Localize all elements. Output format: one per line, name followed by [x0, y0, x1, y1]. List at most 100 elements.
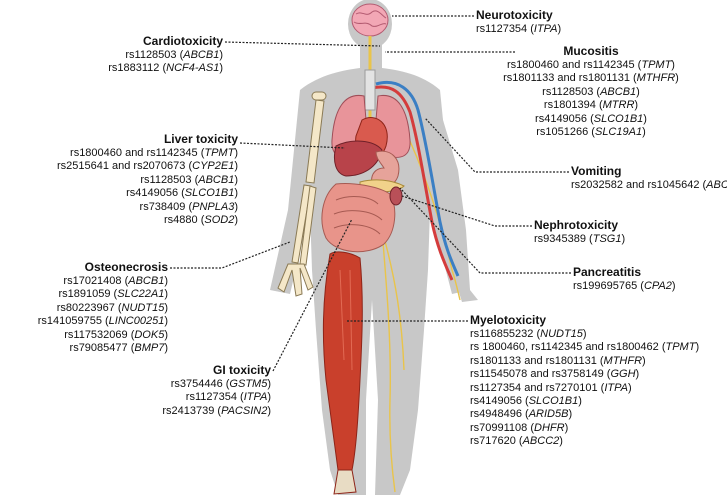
gene-name: PACSIN2	[221, 405, 267, 417]
variant-text: )	[219, 62, 223, 74]
mucositis-variant-line: rs1051266 (SLC19A1)	[503, 126, 679, 139]
leader-line-osteonecrosis	[170, 242, 290, 268]
pancreatitis-variant-line: rs199695765 (CPA2)	[573, 280, 676, 293]
gene-name: GSTM5	[229, 378, 267, 390]
gene-name: ABCC2	[523, 435, 560, 447]
variant-text: )	[628, 382, 632, 394]
mucositis-variant-line: rs1128503 (ABCB1)	[503, 86, 679, 99]
label-myelotoxicity: Myelotoxicityrs116855232 (NUDT15)rs 1800…	[470, 313, 699, 449]
myelotoxicity-variant-line: rs1801133 and rs1801131 (MTHFR)	[470, 355, 699, 368]
variant-text: )	[234, 201, 238, 213]
gi-toxicity-variant-line: rs1127354 (ITPA)	[162, 391, 271, 404]
variant-text: )	[267, 378, 271, 390]
mucositis-variant-line: rs1800460 and rs1142345 (TPMT)	[503, 59, 679, 72]
gene-name: GGH	[610, 368, 635, 380]
osteonecrosis-variant-line: rs117532069 (DOK5)	[38, 329, 168, 342]
leader-line-cardiotoxicity	[225, 42, 380, 46]
gene-name: SLCO1B1	[185, 187, 235, 199]
neurotoxicity-title: Neurotoxicity	[476, 8, 561, 23]
variant-text: rs1127354 (	[476, 23, 534, 35]
vomiting-variant-line: rs2032582 and rs1045642 (ABCB1)	[571, 179, 727, 192]
variant-text: rs4149056 (	[126, 187, 185, 199]
variant-text: )	[164, 315, 168, 327]
variant-text: )	[578, 395, 582, 407]
gene-name: ABCB1	[128, 275, 164, 287]
variant-text: rs1883112 (	[108, 62, 166, 74]
gene-name: ITPA	[534, 23, 558, 35]
osteonecrosis-variant-line: rs141059755 (LINC00251)	[38, 315, 168, 328]
liver-toxicity-variant-line: rs738409 (PNPLA3)	[57, 201, 238, 214]
liver-toxicity-variant-line: rs4880 (SOD2)	[57, 214, 238, 227]
variant-text: )	[675, 72, 679, 84]
gene-name: ABCB1	[706, 179, 727, 191]
variant-text: rs1801133 and rs1801131 (	[470, 355, 604, 367]
gi-toxicity-variant-line: rs3754446 (GSTM5)	[162, 378, 271, 391]
myelotoxicity-variant-line: rs116855232 (NUDT15)	[470, 328, 699, 341]
gene-name: SOD2	[204, 214, 234, 226]
variant-text: rs1128503 (	[140, 174, 198, 186]
variant-text: )	[558, 23, 562, 35]
nephrotoxicity-title: Nephrotoxicity	[534, 218, 625, 233]
label-vomiting: Vomitingrs2032582 and rs1045642 (ABCB1)	[571, 164, 727, 192]
gene-name: ITPA	[244, 391, 268, 403]
variant-text: rs116855232 (	[470, 328, 540, 340]
variant-text: )	[164, 275, 168, 287]
gene-name: NUDT15	[122, 302, 165, 314]
mucositis-variant-line: rs1801394 (MTRR)	[503, 99, 679, 112]
variant-text: rs1891059 (	[59, 288, 118, 300]
variant-text: rs4948496 (	[470, 408, 529, 420]
myelotoxicity-title: Myelotoxicity	[470, 313, 699, 328]
variant-text: )	[643, 113, 647, 125]
variant-text: )	[164, 342, 168, 354]
myelotoxicity-variant-line: rs11545078 and rs3758149 (GGH)	[470, 368, 699, 381]
gene-name: ABCB1	[183, 49, 219, 61]
variant-text: rs9345389 (	[534, 233, 593, 245]
variant-text: rs11545078 and rs3758149 (	[470, 368, 610, 380]
liver-toxicity-variant-line: rs1800460 and rs1142345 (TPMT)	[57, 147, 238, 160]
variant-text: )	[642, 126, 646, 138]
mucositis-title: Mucositis	[503, 44, 679, 59]
gene-name: ABCB1	[600, 86, 636, 98]
variant-text: )	[672, 280, 676, 292]
gene-name: ARID5B	[529, 408, 569, 420]
liver-toxicity-variant-line: rs2515641 and rs2070673 (CYP2E1)	[57, 160, 238, 173]
gene-name: LINC00251	[109, 315, 165, 327]
myelotoxicity-variant-line: rs 1800460, rs1142345 and rs1800462 (TPM…	[470, 341, 699, 354]
gene-name: BMP7	[134, 342, 164, 354]
variant-text: )	[234, 160, 238, 172]
myelotoxicity-variant-line: rs4149056 (SLCO1B1)	[470, 395, 699, 408]
variant-text: )	[267, 391, 271, 403]
leader-line-gi-toxicity	[273, 219, 352, 371]
neurotoxicity-variant-line: rs1127354 (ITPA)	[476, 23, 561, 36]
gene-name: CPA2	[644, 280, 672, 292]
gene-name: ITPA	[604, 382, 628, 394]
variant-text: rs79085477 (	[70, 342, 135, 354]
gene-name: SLCO1B1	[529, 395, 579, 407]
variant-text: rs1128503 (	[125, 49, 183, 61]
variant-text: )	[695, 341, 699, 353]
gene-name: TPMT	[204, 147, 234, 159]
variant-text: rs738409 (	[140, 201, 193, 213]
liver-toxicity-variant-line: rs1128503 (ABCB1)	[57, 174, 238, 187]
gene-name: MTHFR	[637, 72, 676, 84]
gene-name: SLC22A1	[117, 288, 164, 300]
cardiotoxicity-variant-line: rs1883112 (NCF4-AS1)	[108, 62, 223, 75]
variant-text: rs2032582 and rs1045642 (	[571, 179, 706, 191]
vomiting-title: Vomiting	[571, 164, 727, 179]
mucositis-variant-line: rs1801133 and rs1801131 (MTHFR)	[503, 72, 679, 85]
osteonecrosis-title: Osteonecrosis	[38, 260, 168, 275]
variant-text: rs1127354 (	[186, 391, 244, 403]
variant-text: )	[267, 405, 271, 417]
osteonecrosis-variant-line: rs1891059 (SLC22A1)	[38, 288, 168, 301]
myelotoxicity-variant-line: rs4948496 (ARID5B)	[470, 408, 699, 421]
myelotoxicity-variant-line: rs717620 (ABCC2)	[470, 435, 699, 448]
variant-text: rs2413739 (	[162, 405, 221, 417]
variant-text: rs4149056 (	[470, 395, 529, 407]
variant-text: )	[234, 147, 238, 159]
gene-name: DHFR	[534, 422, 565, 434]
